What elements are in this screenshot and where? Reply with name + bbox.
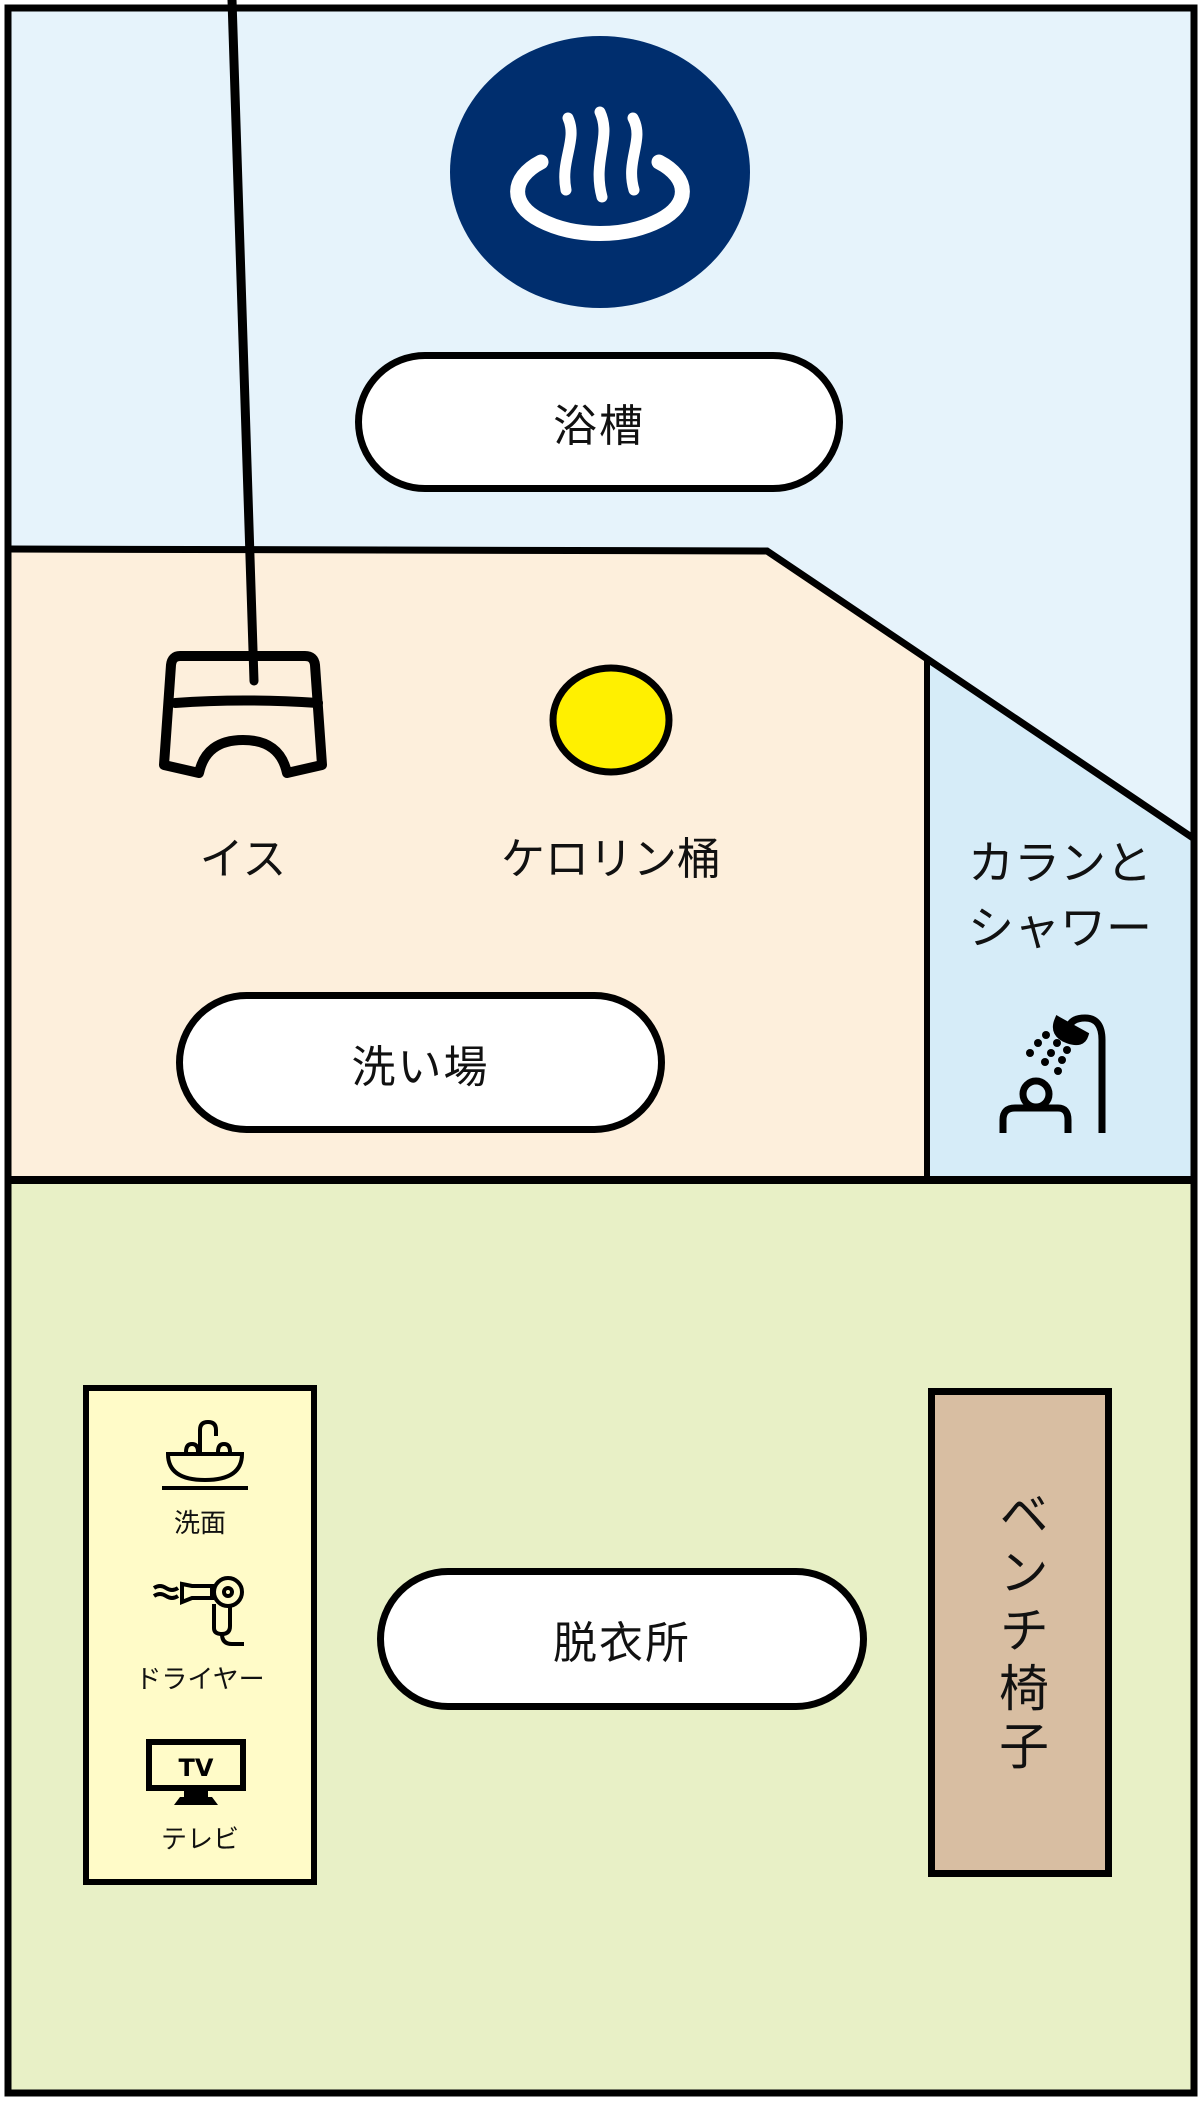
hair-dryer-label: ドライヤー xyxy=(135,1665,265,1695)
sink-icon xyxy=(162,1420,248,1490)
shower-label-line2: シャワー xyxy=(968,901,1152,955)
washing-area-label[interactable]: 洗い場 xyxy=(176,992,665,1133)
dressing-room-label[interactable]: 脱衣所 xyxy=(377,1568,867,1710)
sink-label: 洗面 xyxy=(173,1509,226,1539)
hair-dryer-icon xyxy=(152,1576,244,1646)
tv-label: テレビ xyxy=(160,1825,239,1855)
bathtub-label[interactable]: 浴槽 xyxy=(355,352,843,492)
outer-wall xyxy=(4,4,1198,2097)
bucket-icon xyxy=(549,664,673,776)
bench-label: ベンチ椅子 xyxy=(991,1487,1049,1778)
bucket-label: ケロリン桶 xyxy=(501,834,721,885)
washing-area-label-text: 洗い場 xyxy=(351,1041,490,1093)
amenity-box: 洗面 ドライヤー TV テレビ xyxy=(83,1385,317,1885)
tv-icon-text: TV xyxy=(179,1754,214,1782)
bench[interactable]: ベンチ椅子 xyxy=(928,1388,1112,1877)
onsen-icon xyxy=(450,36,750,308)
shower-icon xyxy=(999,1014,1106,1133)
shower-area xyxy=(927,660,1193,1180)
shower-label-line1: カランと xyxy=(968,836,1152,890)
tv-icon: TV xyxy=(146,1739,246,1805)
dressing-room-label-text: 脱衣所 xyxy=(553,1618,691,1669)
bathtub-label-text: 浴槽 xyxy=(553,401,645,452)
stool-label: イス xyxy=(199,834,287,885)
stool-icon xyxy=(159,0,327,778)
wall-bathtub-divider xyxy=(7,545,1195,841)
